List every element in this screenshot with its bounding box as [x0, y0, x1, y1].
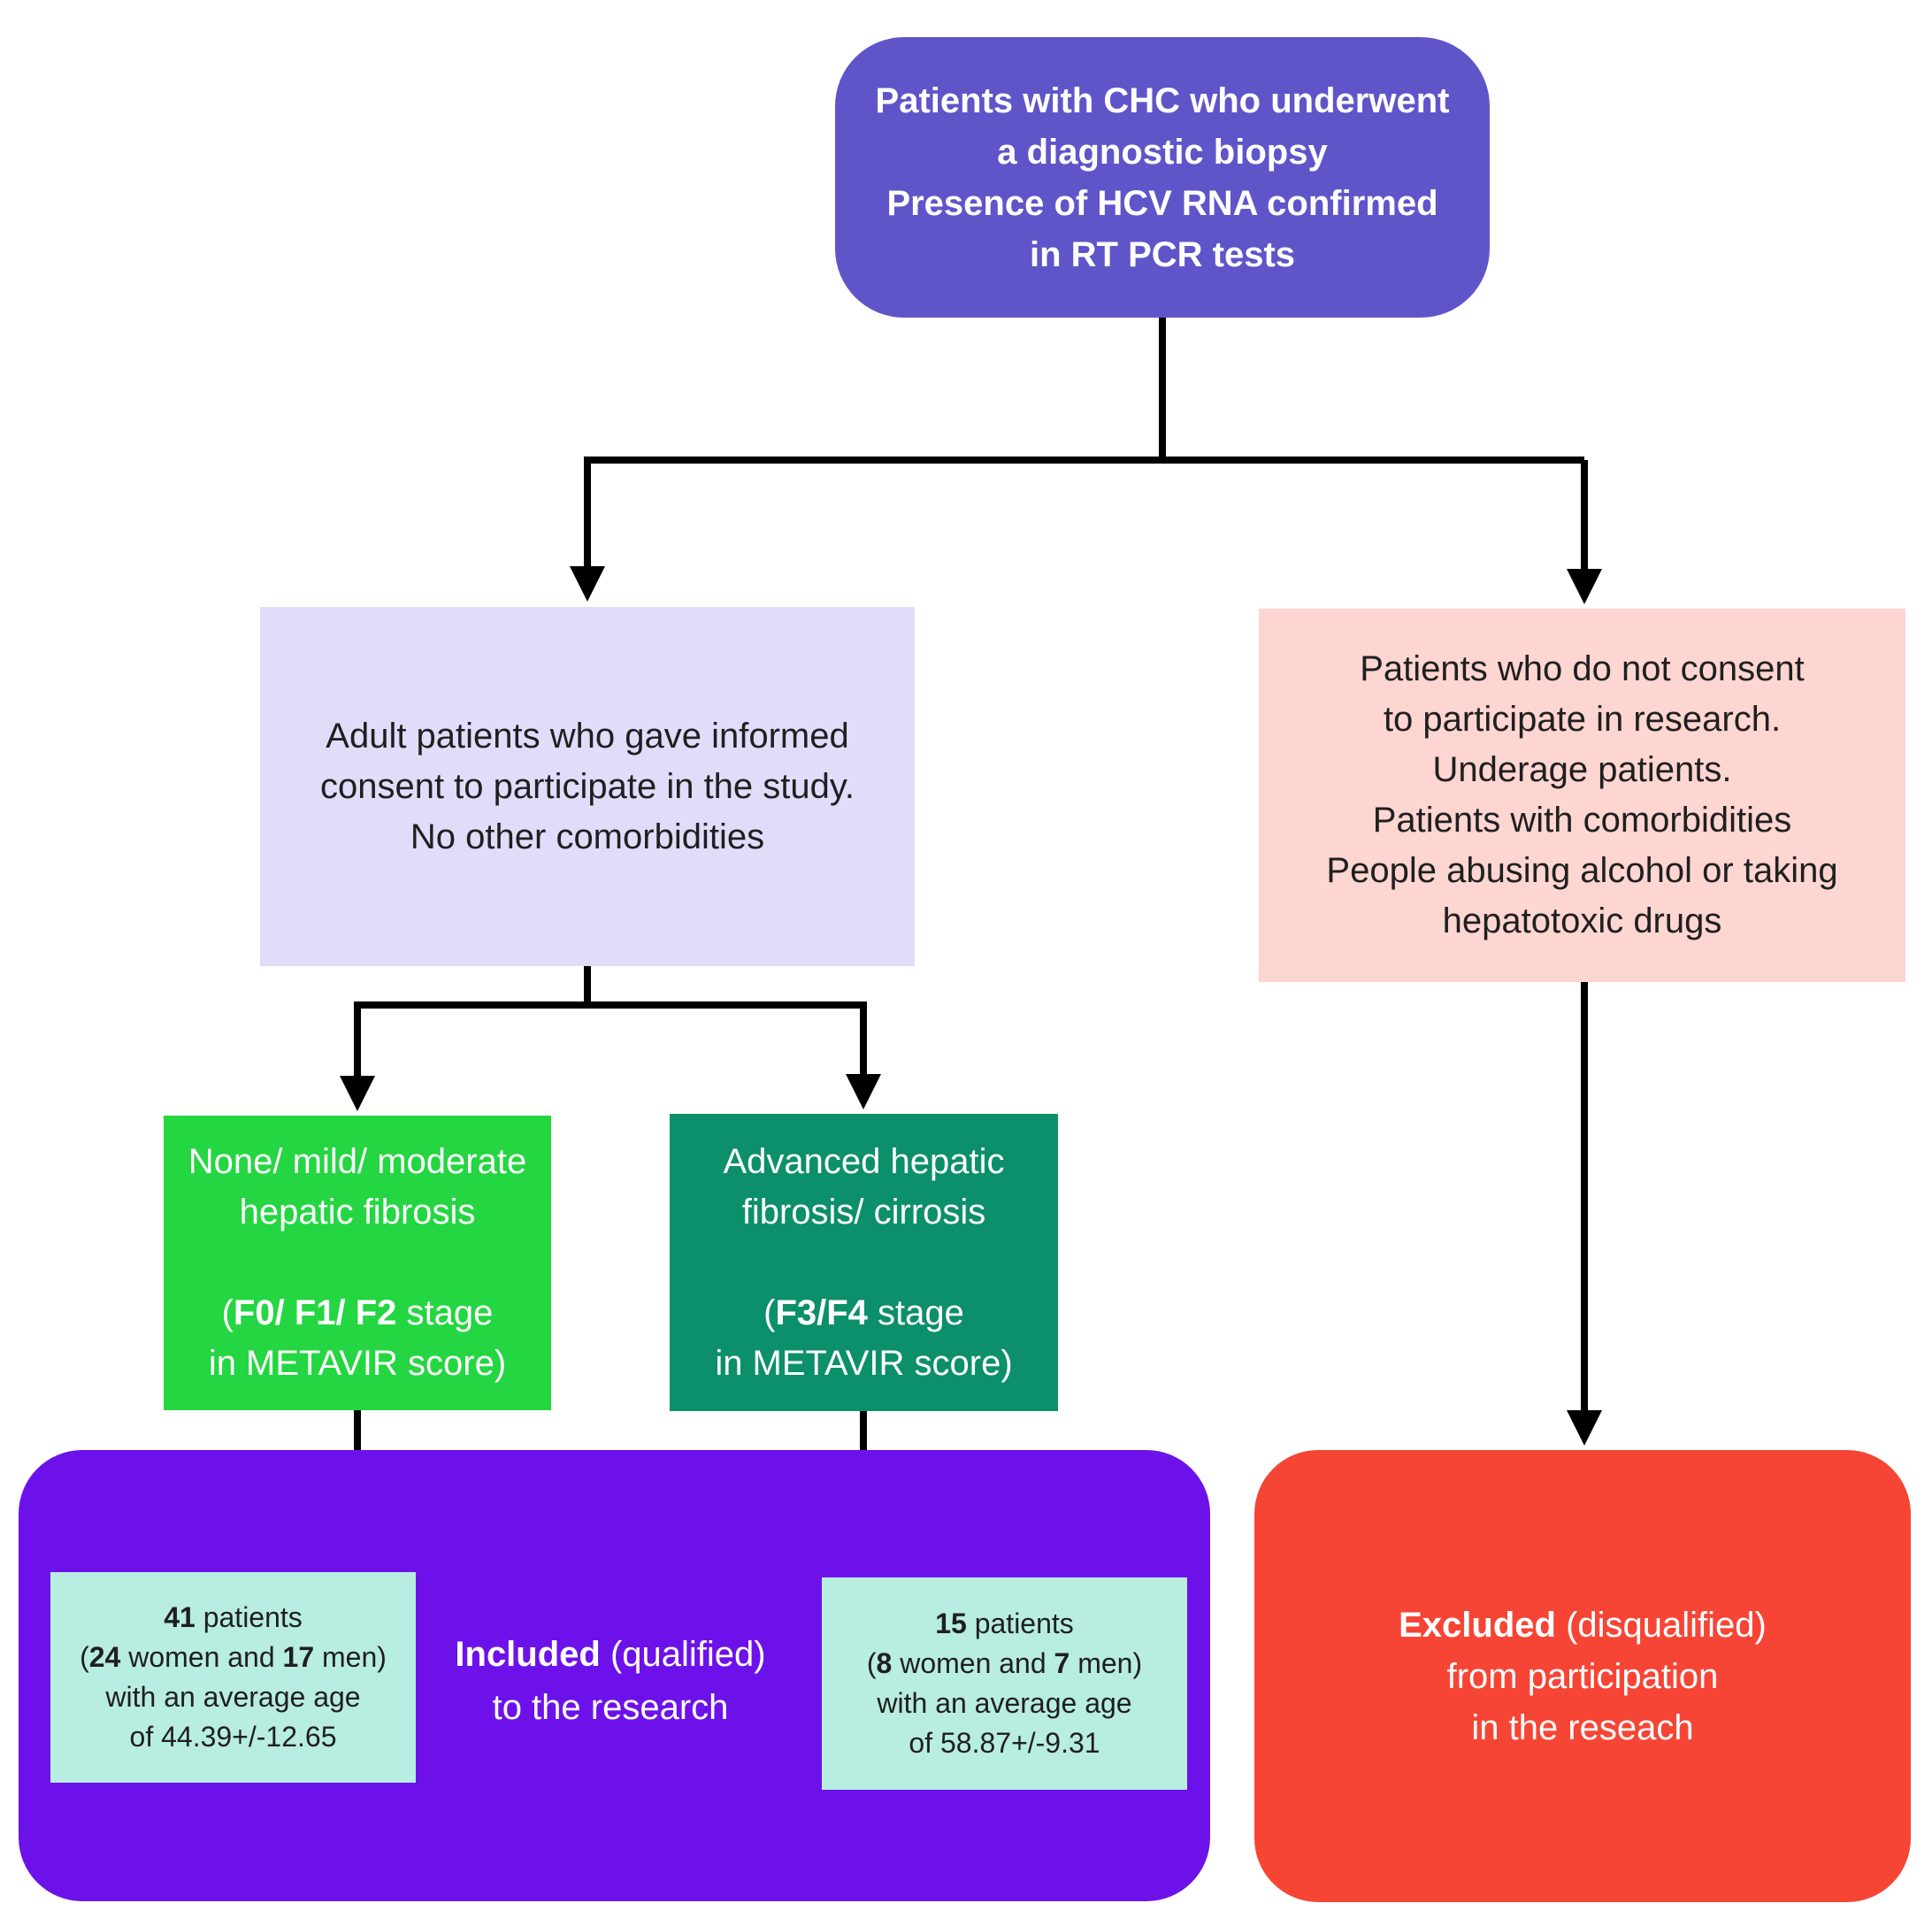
advanced-score-line: in METAVIR score) — [715, 1343, 1013, 1383]
start-line: a diagnostic biopsy — [997, 132, 1328, 172]
exclusion-line: Patients who do not consent — [1360, 649, 1805, 688]
group2-age-line: with an average age — [877, 1687, 1132, 1719]
advanced-stage-codes: F3/F4 — [775, 1293, 868, 1332]
start-line: Patients with CHC who underwent — [875, 81, 1450, 120]
excluded-line: Excluded (disqualified) — [1399, 1605, 1767, 1645]
group2-age-value: of 58.87+/-9.31 — [908, 1727, 1100, 1759]
mild-title-line: None/ mild/ moderate — [188, 1142, 527, 1181]
mild-stage-codes: F0/ F1/ F2 — [233, 1293, 397, 1332]
included-line: to the research — [492, 1688, 729, 1727]
advanced-title-line: Advanced hepatic — [723, 1141, 1005, 1181]
exclusion-criteria-box: Patients who do not consent to participa… — [1259, 609, 1905, 982]
start-line: in RT PCR tests — [1029, 234, 1296, 274]
excluded-box: Excluded (disqualified) from participati… — [1254, 1450, 1911, 1902]
exclusion-line: Patients with comorbidities — [1372, 801, 1792, 840]
advanced-fibrosis-box: Advanced hepatic fibrosis/ cirrosis (F3/… — [670, 1114, 1058, 1411]
mild-fibrosis-box: None/ mild/ moderate hepatic fibrosis (F… — [164, 1116, 551, 1410]
mild-title-line: hepatic fibrosis — [239, 1193, 476, 1232]
inclusion-line: Adult patients who gave informed — [326, 716, 849, 756]
inclusion-line: consent to participate in the study. — [319, 766, 855, 806]
group2-sex-line: (8 women and 7 men) — [866, 1647, 1143, 1679]
start-line: Presence of HCV RNA confirmed — [886, 183, 1438, 223]
group1-count-line: 41 patients — [164, 1601, 303, 1633]
group1-stats-box: 41 patients (24 women and 17 men) with a… — [50, 1572, 416, 1783]
inclusion-line: No other comorbidities — [410, 817, 765, 856]
exclusion-line: Underage patients. — [1432, 750, 1732, 789]
included-line: Included (qualified) — [455, 1635, 766, 1674]
exclusion-line: People abusing alcohol or taking — [1326, 851, 1838, 890]
included-label: Included (qualified) to the research — [416, 1610, 805, 1752]
mild-score-line: in METAVIR score) — [208, 1344, 507, 1383]
excluded-line: in the reseach — [1471, 1707, 1694, 1747]
excluded-line: from participation — [1446, 1656, 1719, 1696]
group1-sex-line: (24 women and 17 men) — [80, 1641, 387, 1673]
advanced-stage-line: (F3/F4 stage — [763, 1293, 964, 1332]
group2-count-line: 15 patients — [935, 1608, 1074, 1639]
exclusion-line: hepatotoxic drugs — [1442, 902, 1722, 940]
group1-age-line: with an average age — [105, 1681, 361, 1713]
mild-stage-line: (F0/ F1/ F2 stage — [221, 1293, 494, 1332]
inclusion-criteria-box: Adult patients who gave informed consent… — [260, 607, 915, 966]
advanced-title-line: fibrosis/ cirrosis — [741, 1192, 986, 1232]
group1-age-value: of 44.39+/-12.65 — [129, 1721, 337, 1753]
exclusion-line: to participate in research. — [1383, 700, 1782, 739]
start-population-box: Patients with CHC who underwent a diagno… — [835, 37, 1490, 318]
group2-stats-box: 15 patients (8 women and 7 men) with an … — [822, 1577, 1187, 1790]
